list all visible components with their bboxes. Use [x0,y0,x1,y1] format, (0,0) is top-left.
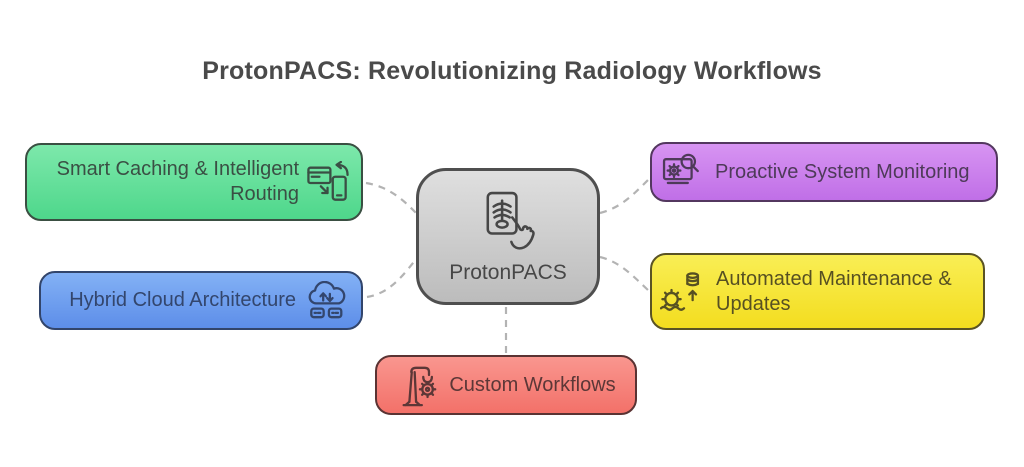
node-automated-maintenance: Automated Maintenance & Updates [650,253,985,330]
node-smart-caching: Smart Caching & Intelligent Routing [25,143,363,221]
connector-automated-maintenance [599,255,650,292]
maintenance-updates-icon [660,270,708,313]
node-label: Proactive System Monitoring [715,160,970,183]
connector-hybrid-cloud [366,258,417,299]
node-label: Automated Maintenance & Updates [716,267,952,315]
radiology-tablet-hand-icon [476,187,540,253]
node-custom-workflows: Custom Workflows [375,355,637,415]
node-label: Custom Workflows [449,373,616,396]
node-label: Hybrid Cloud Architecture [69,289,296,311]
device-sync-icon [307,160,349,204]
node-protonpacs-center: ProtonPACS [416,168,600,305]
hybrid-cloud-icon [305,280,349,321]
node-proactive-monitoring: Proactive System Monitoring [650,142,998,202]
center-node-label: ProtonPACS [449,260,567,284]
connector-smart-caching [365,181,417,214]
connector-proactive-monitoring [599,178,650,215]
system-monitoring-icon [662,153,706,191]
node-hybrid-cloud: Hybrid Cloud Architecture [39,271,363,330]
page-title: ProtonPACS: Revolutionizing Radiology Wo… [202,57,822,85]
node-label: Smart Caching & Intelligent Routing [56,158,299,205]
robot-arm-icon [396,362,440,409]
